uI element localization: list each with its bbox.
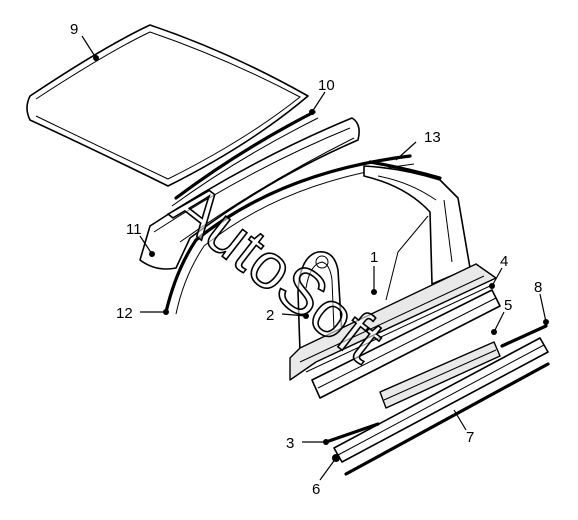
rocker-trim-strip xyxy=(344,362,550,476)
sill-reinforcement xyxy=(311,289,501,399)
callout-7: 7 xyxy=(466,429,474,446)
callout-labels: 9 10 13 11 12 1 2 4 5 8 7 3 6 xyxy=(70,21,542,498)
door-frame-seal xyxy=(164,154,412,314)
autosoft-watermark: AutoSoft xyxy=(159,168,397,376)
b-pillar-panel xyxy=(297,251,343,353)
short-seal-strip xyxy=(324,422,380,444)
callout-12: 12 xyxy=(116,305,133,322)
roof-weatherstrip xyxy=(174,110,316,200)
callout-9: 9 xyxy=(70,21,78,38)
inner-sill-extension xyxy=(379,341,501,409)
callout-3: 3 xyxy=(286,435,294,452)
callout-11: 11 xyxy=(126,221,142,238)
callout-8: 8 xyxy=(534,279,542,296)
callout-2: 2 xyxy=(266,307,274,324)
callout-leaders xyxy=(81,35,549,481)
callout-6: 6 xyxy=(312,481,320,498)
callout-4: 4 xyxy=(500,253,508,270)
callout-13: 13 xyxy=(424,129,441,146)
upper-frame-strip xyxy=(368,160,442,180)
callout-10: 10 xyxy=(318,77,335,94)
callout-1: 1 xyxy=(370,249,378,266)
sill-end-strip xyxy=(500,324,548,348)
callout-5: 5 xyxy=(504,297,512,314)
roof-panel xyxy=(26,24,309,187)
roof-side-rail xyxy=(139,117,360,270)
